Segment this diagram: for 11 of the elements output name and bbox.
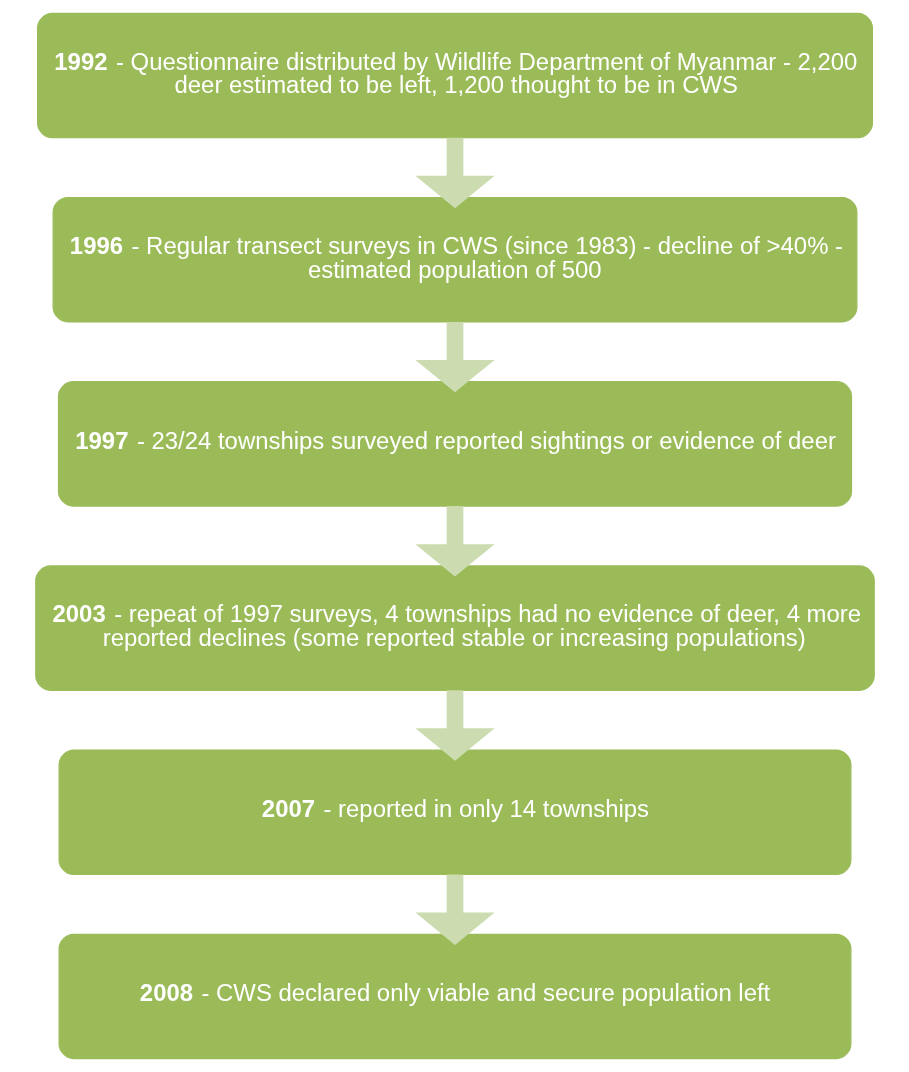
arrow bbox=[414, 321, 495, 393]
arrow bbox=[414, 137, 495, 209]
arrow bbox=[414, 690, 495, 761]
arrow bbox=[414, 506, 495, 577]
node-box: 1996 - Regular transect surveys in CWS (since 1983) - decline of >40% - estimated population of 500 bbox=[52, 196, 857, 323]
node-box: 2003 - repeat of 1997 surveys, 4 townships had no evidence of deer, 4 more reported declines (some reported stable or increasing populations) bbox=[34, 565, 875, 691]
node-box: 2008 - CWS declared only viable and secure population left bbox=[58, 933, 851, 1060]
node-box: 2007 - reported in only 14 townships bbox=[58, 749, 851, 876]
node-box: 1997 - 23/24 townships surveyed reported sightings or evidence of deer bbox=[57, 381, 852, 507]
node-box: 1992 - Questionnaire distributed by Wildlife Department of Myanmar - 2,200 deer estimated to be left, 1,200 thought to be in CWS bbox=[36, 12, 873, 139]
arrow bbox=[414, 874, 495, 945]
